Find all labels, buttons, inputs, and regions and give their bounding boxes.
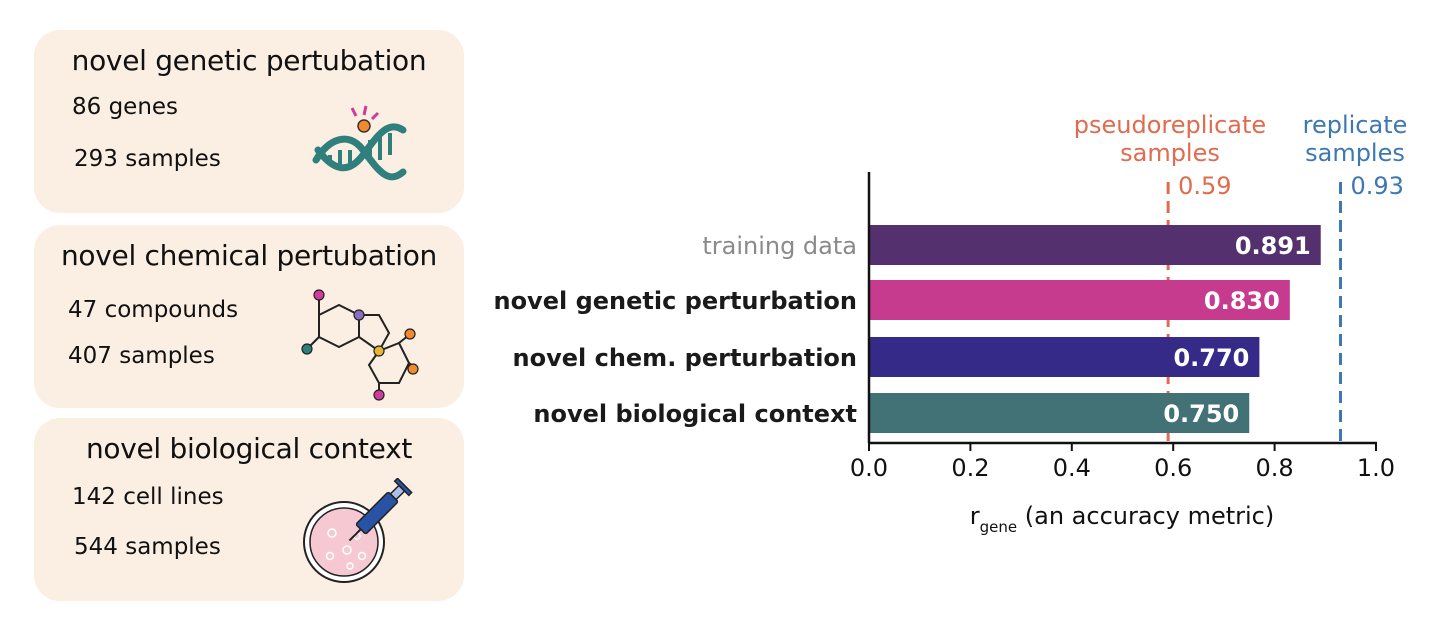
bar — [869, 280, 1290, 320]
category-label: novel biological context — [533, 400, 857, 428]
category-label: training data — [702, 232, 857, 260]
bar — [869, 337, 1260, 377]
bar-value-label: 0.750 — [1163, 400, 1239, 428]
biological-cell-lines-count: 142 cell lines — [72, 484, 224, 510]
x-tick-label: 1.0 — [1357, 454, 1395, 482]
bar-value-label: 0.770 — [1173, 344, 1249, 372]
x-tick-label: 0.0 — [850, 454, 888, 482]
reference-label: samples — [1120, 139, 1220, 167]
dna-icon — [312, 105, 407, 181]
biological-samples-count: 544 samples — [74, 534, 221, 560]
reference-value-label: 0.59 — [1178, 172, 1231, 200]
genetic-card: novel genetic pertubation 86 genes 293 s… — [34, 30, 464, 213]
x-tick-label: 0.4 — [1053, 454, 1091, 482]
biological-card: novel biological context 142 cell lines … — [34, 418, 464, 601]
genetic-genes-count: 86 genes — [72, 94, 179, 120]
petri-dish-syringe-icon — [303, 478, 413, 583]
molecule-icon — [301, 289, 419, 401]
x-tick-label: 0.2 — [951, 454, 989, 482]
biological-card-title: novel biological context — [85, 432, 413, 465]
x-axis-label: rgene (an accuracy metric) — [970, 502, 1274, 536]
chemical-compounds-count: 47 compounds — [68, 297, 239, 323]
reference-label: samples — [1305, 139, 1405, 167]
reference-label: replicate — [1303, 111, 1408, 139]
chemical-card: novel chemical pertubation 47 compounds … — [34, 225, 464, 408]
category-label: novel chem. perturbation — [513, 344, 857, 372]
genetic-samples-count: 293 samples — [74, 146, 221, 172]
bar — [869, 393, 1250, 433]
reference-label: pseudoreplicate — [1074, 111, 1266, 139]
chemical-samples-count: 407 samples — [68, 343, 215, 369]
category-label: novel genetic perturbation — [493, 287, 857, 315]
x-tick-label: 0.8 — [1256, 454, 1294, 482]
bar-value-label: 0.830 — [1204, 287, 1280, 315]
x-tick-label: 0.6 — [1154, 454, 1192, 482]
reference-value-label: 0.93 — [1351, 172, 1404, 200]
bar-value-label: 0.891 — [1235, 232, 1311, 260]
bar — [869, 225, 1321, 265]
genetic-card-title: novel genetic pertubation — [71, 44, 427, 77]
chemical-card-title: novel chemical pertubation — [60, 239, 437, 272]
